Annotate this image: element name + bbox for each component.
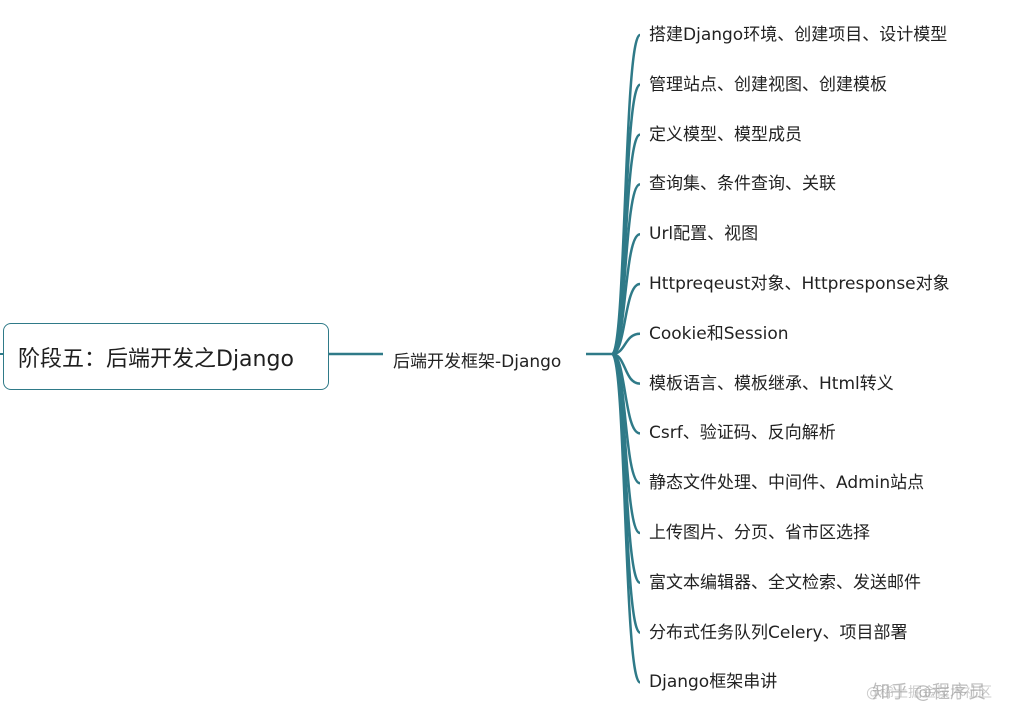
leaf-connector [610, 352, 642, 684]
leaf-node[interactable]: 分布式任务队列Celery、项目部署 [649, 622, 908, 643]
watermark: 知乎 @程序员 [872, 678, 986, 704]
leaf-curves [610, 33, 642, 684]
leaf-node[interactable]: 搭建Django环境、创建项目、设计模型 [649, 25, 948, 45]
leaf-node[interactable]: 管理站点、创建视图、创建模板 [649, 74, 887, 95]
leaf-node[interactable]: Cookie和Session [649, 323, 789, 344]
leaf-node[interactable]: Url配置、视图 [649, 224, 759, 245]
leaf-node[interactable]: 静态文件处理、中间件、Admin站点 [649, 473, 925, 494]
leaf-connector [611, 282, 641, 356]
leaf-node[interactable]: Django框架串讲 [649, 672, 778, 693]
leaf-node[interactable]: 富文本编辑器、全文检索、发送邮件 [649, 572, 921, 593]
leaf-node[interactable]: Httpreqeust对象、Httpresponse对象 [649, 274, 950, 294]
leaf-node[interactable]: 上传图片、分页、省市区选择 [649, 523, 870, 543]
watermark-secondary: @稀土掘金技术社区 [866, 685, 992, 701]
leaf-node[interactable]: 定义模型、模型成员 [649, 124, 802, 145]
root-label: 阶段五：后端开发之Django [18, 346, 294, 372]
watermark-primary: 知乎 @程序员 [872, 682, 986, 703]
leaf-node[interactable]: 模板语言、模板继承、Html转义 [649, 373, 894, 394]
leaf-connector [611, 232, 641, 356]
root-node[interactable]: 阶段五：后端开发之Django [3, 323, 329, 390]
leaf-node[interactable]: 查询集、条件查询、关联 [649, 174, 836, 195]
leaf-node[interactable]: Csrf、验证码、反向解析 [649, 423, 836, 444]
branch-node[interactable]: 后端开发框架-Django [393, 352, 562, 372]
